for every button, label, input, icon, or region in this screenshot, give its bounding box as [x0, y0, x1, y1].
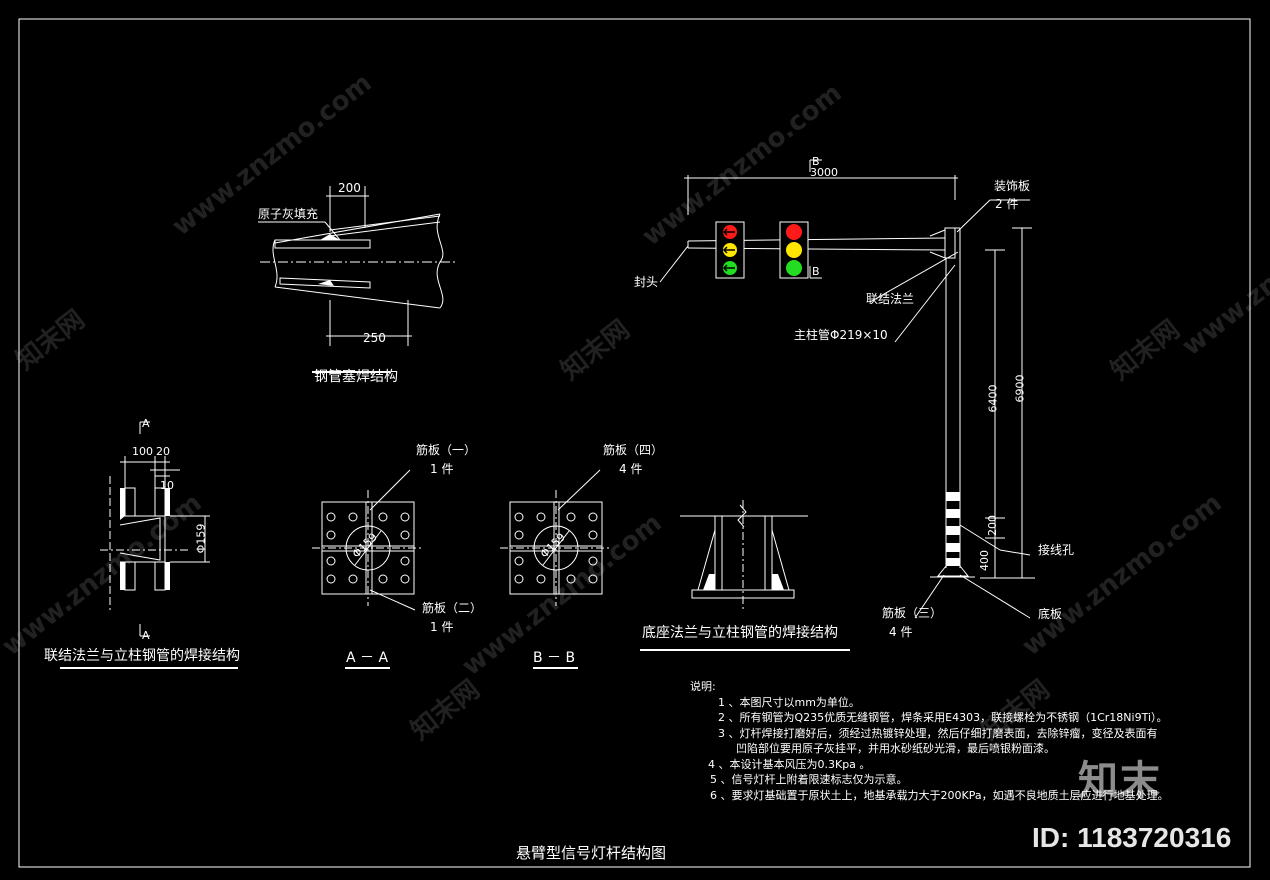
flange-label: 联结法兰 [866, 292, 915, 306]
dim-400: 400 [978, 550, 991, 571]
main-pipe-label: 主柱管Φ219×10 [794, 328, 888, 342]
rib1-label: 筋板（一） [416, 443, 477, 457]
note-3-cont: 凹陷部位要用原子灰挂平，并用水砂纸砂光滑，最后喷银粉面漆。 [736, 742, 1055, 755]
flange-dim-100: 100 [132, 445, 153, 458]
base-detail-title: 底座法兰与立柱钢管的焊接结构 [642, 625, 838, 641]
section-b-b-bolts [514, 512, 598, 584]
pole-elevation [659, 159, 1035, 619]
plug-dim-250: 250 [363, 331, 386, 345]
flange-dim-phi: Φ159 [194, 523, 208, 554]
section-bb-title: B － B [533, 650, 576, 666]
dim-6400: 6400 [986, 384, 1000, 413]
rib3-label: 筋板（三） [882, 606, 943, 620]
rib4-label: 筋板（四） [603, 443, 664, 457]
section-a-a [312, 469, 424, 669]
signal-head-arrows [715, 221, 745, 279]
section-b-b [500, 469, 612, 669]
section-b-bottom: B [812, 265, 820, 278]
decor-plate-qty: 2 件 [995, 197, 1019, 211]
rib4-qty: 4 件 [619, 462, 643, 476]
note-5: 5 、信号灯杆上附着限速标志仅为示意。 [710, 773, 908, 786]
rib2-qty: 1 件 [430, 620, 454, 634]
note-3: 3 、灯杆焊接打磨好后，须经过热镀锌处理，然后仔细打磨表面，去除锌瘤，变径及表面… [718, 726, 1158, 740]
section-a-a-bolts [326, 512, 410, 584]
section-b-top: B [812, 155, 820, 168]
drawing-frame [18, 18, 1251, 868]
flange-dim-20: 20 [156, 445, 170, 458]
drawing-title: 悬臂型信号灯杆结构图 [516, 844, 667, 862]
note-4: 4 、本设计基本风压为0.3Kpa 。 [708, 757, 871, 771]
wiring-hole-label: 接线孔 [1038, 543, 1075, 557]
note-1: 1 、本图尺寸以mm为单位。 [718, 695, 860, 709]
base-weld-detail [640, 500, 850, 651]
rib1-qty: 1 件 [430, 462, 454, 476]
flange-detail-title: 联结法兰与立柱钢管的焊接结构 [44, 648, 240, 664]
plug-weld-detail [258, 186, 455, 373]
decor-plate-label: 装饰板 [994, 179, 1031, 193]
base-plate-label: 底板 [1038, 607, 1063, 621]
plug-dim-200: 200 [338, 181, 361, 195]
cap-label: 封头 [634, 275, 659, 289]
dim-span-3000: 3000 [810, 166, 838, 179]
plug-fill-label: 原子灰填充 [258, 207, 319, 221]
rib2-label: 筋板（二） [422, 601, 483, 615]
dim-6900: 6900 [1013, 374, 1027, 403]
signal-head-round [779, 221, 809, 279]
note-6: 6 、要求灯基础置于原状土上，地基承载力大于200KPa，如遇不良地质土层应进行… [710, 788, 1169, 802]
note-2: 2 、所有钢管为Q235优质无缝钢管，焊条采用E4303，联接螺栓为不锈钢（1C… [718, 711, 1168, 724]
flange-weld-detail [60, 421, 238, 669]
flange-sec-a-top: A [142, 417, 150, 430]
notes-heading: 说明: [690, 680, 716, 693]
dim-200: 200 [986, 515, 999, 536]
flange-dim-10: 10 [160, 479, 174, 492]
plug-detail-title: 钢管塞焊结构 [314, 369, 398, 385]
flange-sec-a-bottom: A [142, 629, 150, 642]
rib3-qty: 4 件 [889, 625, 913, 639]
section-aa-title: A － A [346, 650, 389, 666]
brand-logo: 知末 [1078, 758, 1162, 804]
image-id: ID: 1183720316 [1032, 822, 1232, 853]
notes-block: 说明: 1 、本图尺寸以mm为单位。 2 、所有钢管为Q235优质无缝钢管，焊条… [690, 679, 1169, 803]
